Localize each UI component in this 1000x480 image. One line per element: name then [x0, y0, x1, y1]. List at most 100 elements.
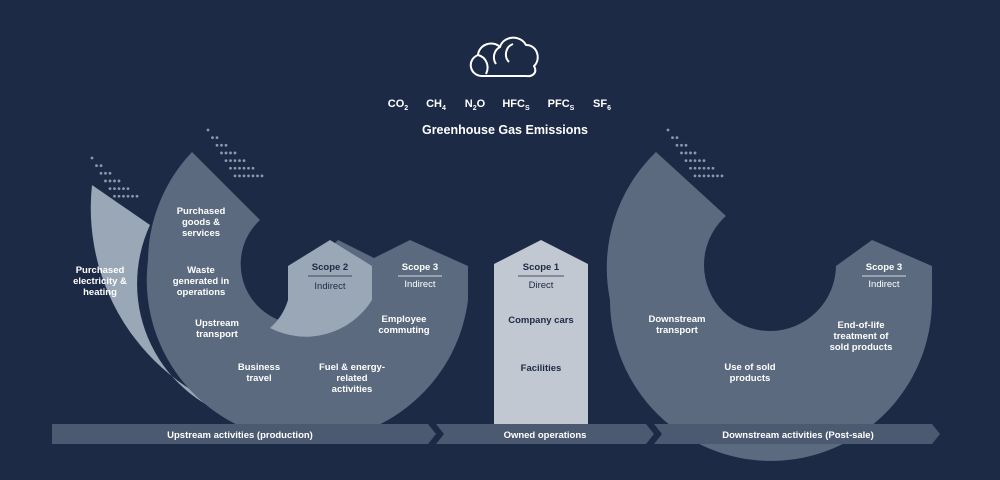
gas-formula: CO2 [388, 98, 409, 112]
scope2-segment [270, 240, 372, 337]
dot [238, 166, 241, 170]
dot [698, 159, 701, 163]
dot [693, 174, 697, 178]
dot [233, 166, 237, 170]
dot [698, 174, 701, 178]
label-line: Purchased [177, 206, 226, 217]
label-line: Business [238, 362, 280, 373]
dot [99, 171, 103, 175]
gas-formula: CH4 [426, 98, 446, 112]
dot [680, 151, 683, 155]
dot [99, 164, 103, 168]
dot [224, 143, 228, 147]
gas-formula: HFCS [502, 98, 530, 112]
dot [711, 174, 715, 178]
dot [238, 159, 241, 163]
dot [707, 174, 710, 178]
upstream-scope3-subtitle: Indirect [404, 279, 436, 290]
label-line: Fuel & energy- [319, 362, 385, 373]
dot [117, 179, 121, 183]
dot [113, 194, 116, 198]
scope2-subtitle: Indirect [314, 281, 346, 292]
company-cars-label: Company cars [508, 315, 573, 326]
label-line: generated in [173, 276, 230, 287]
gas-formula: PFCS [548, 98, 575, 112]
dot [113, 179, 116, 183]
downstream-bar-label: Downstream activities (Post-sale) [722, 430, 874, 441]
dot [122, 194, 125, 198]
label-line: activities [332, 384, 373, 395]
dot [671, 136, 674, 140]
dot [104, 171, 107, 175]
dot [104, 179, 107, 183]
dot [233, 174, 237, 178]
owned-bar-label: Owned operations [504, 430, 587, 441]
dot [229, 166, 232, 170]
owned-bar [436, 424, 654, 444]
dot [711, 166, 715, 170]
downstream-scope3-title: Scope 3 [866, 262, 902, 273]
label-line: commuting [378, 325, 429, 336]
label-line: treatment of [834, 331, 890, 342]
dot [220, 151, 223, 155]
label-line: services [182, 228, 220, 239]
dot [242, 159, 246, 163]
cloud-icon [469, 36, 539, 78]
label-line: End-of-life [838, 320, 885, 331]
dot-pattern [90, 128, 724, 198]
upstream-scope3-title: Scope 3 [402, 262, 438, 273]
facilities-label: Facilities [521, 363, 562, 374]
gas-formula: N2O [465, 98, 486, 112]
downstream-scope3-subtitle: Indirect [868, 279, 900, 290]
label-line: Upstream [195, 318, 239, 329]
label-line: travel [246, 373, 271, 384]
dot [224, 151, 228, 155]
label-line: Waste [187, 265, 215, 276]
dot [95, 164, 98, 168]
upstream-bar-label: Upstream activities (production) [167, 430, 313, 441]
dot [689, 159, 692, 163]
dot [684, 159, 688, 163]
label-line: Purchased [76, 265, 125, 276]
label-line: transport [196, 329, 239, 340]
dot [229, 159, 232, 163]
dot [126, 194, 130, 198]
dot [229, 151, 232, 155]
dot [220, 143, 223, 147]
dot [698, 166, 701, 170]
dot [256, 174, 259, 178]
label-line: transport [656, 325, 699, 336]
scope1-subtitle: Direct [529, 280, 554, 291]
scope1-block [494, 240, 588, 424]
dot [702, 174, 706, 178]
dot [233, 151, 237, 155]
downstream-ring-hole [704, 199, 836, 331]
dot [684, 151, 688, 155]
scope1-title: Scope 1 [523, 262, 560, 273]
dot [224, 159, 228, 163]
label-line: electricity & [73, 276, 127, 287]
dot [689, 166, 692, 170]
dot [693, 151, 697, 155]
dot [211, 136, 214, 140]
upstream-bar [52, 424, 436, 444]
dot [247, 166, 250, 170]
dot [716, 174, 719, 178]
dot [135, 194, 139, 198]
dot [215, 136, 219, 140]
dot [122, 187, 125, 191]
dot [675, 143, 679, 147]
dot [702, 159, 706, 163]
dot [131, 194, 134, 198]
dot [108, 187, 112, 191]
